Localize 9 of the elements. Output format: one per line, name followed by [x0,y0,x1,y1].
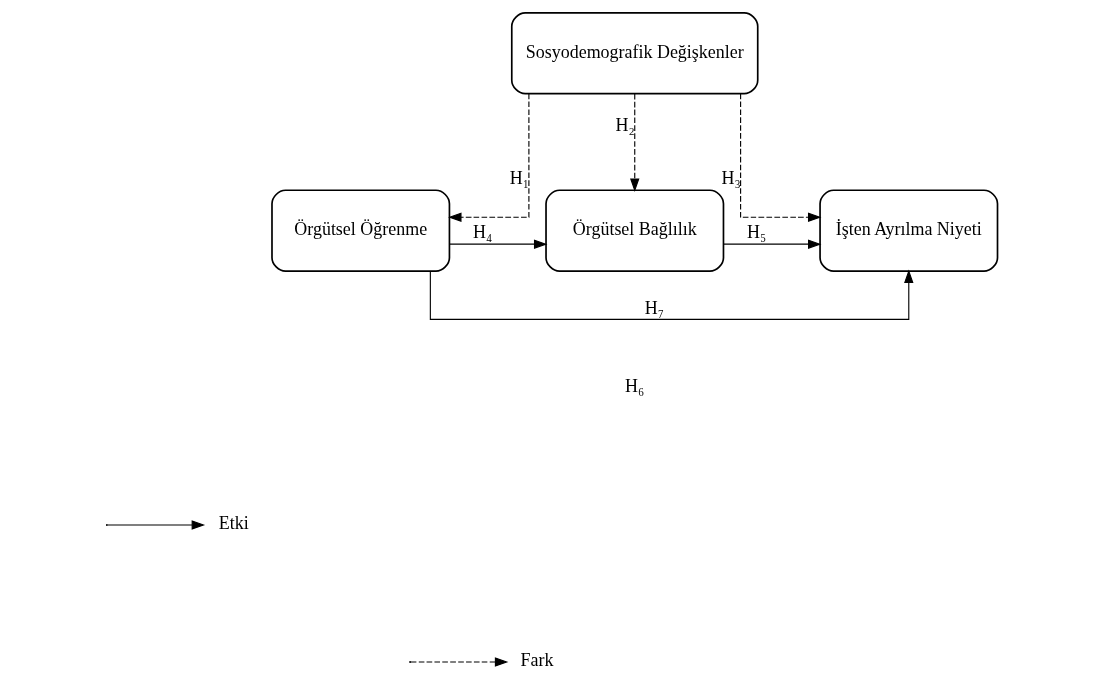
edge-label: H₅ [746,222,767,243]
legend-label: Etki [218,513,249,534]
edge-label: H₄ [472,222,493,243]
edge-label: H₇ [644,297,665,318]
legend-label: Fark [520,650,554,671]
edge-label: H₂ [615,114,635,135]
edge-label: H₃ [721,167,741,188]
label: H₆ [625,376,645,397]
edge-label: H₁ [509,167,529,188]
